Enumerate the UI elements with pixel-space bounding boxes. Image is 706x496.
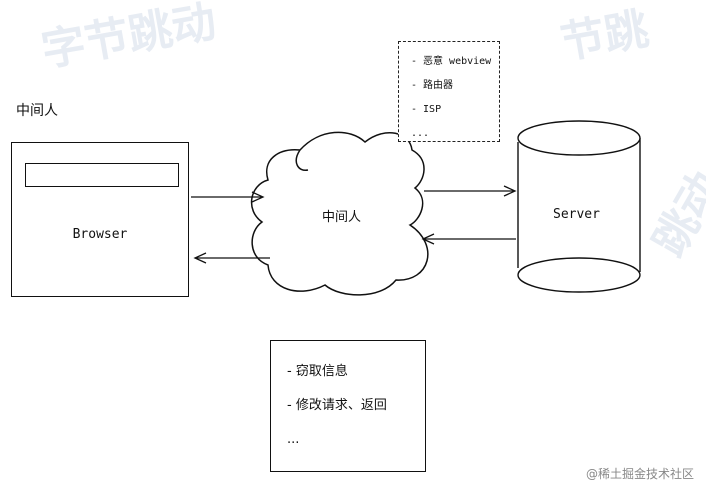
arrow-browser-to-middleman (191, 191, 265, 203)
attack-item: ... (287, 432, 300, 447)
browser-label: Browser (72, 227, 128, 242)
source-credit: @稀土掘金技术社区 (585, 467, 694, 481)
attack-item: - 窃取信息 (287, 364, 348, 379)
server-label: Server (553, 207, 600, 222)
middleman-type-item: - ISP (411, 104, 442, 115)
attack-item: - 修改请求、返回 (287, 398, 387, 413)
arrow-server-to-middleman (421, 233, 516, 245)
middleman-type-item: - 恶意 webview (411, 56, 492, 67)
attacks-box: - 窃取信息 - 修改请求、返回 ... (270, 340, 426, 472)
middleman-label: 中间人 (322, 210, 362, 225)
arrow-middleman-to-browser (193, 252, 270, 264)
browser-window: Browser (11, 142, 189, 297)
arrow-middleman-to-server (424, 185, 517, 197)
middleman-type-item: - 路由器 (411, 80, 454, 91)
address-bar (25, 163, 179, 187)
left-title: 中间人 (16, 103, 58, 119)
middleman-types-box: - 恶意 webview - 路由器 - ISP ... (398, 41, 500, 142)
server-cylinder (517, 120, 641, 293)
middleman-type-item: ... (411, 128, 430, 139)
